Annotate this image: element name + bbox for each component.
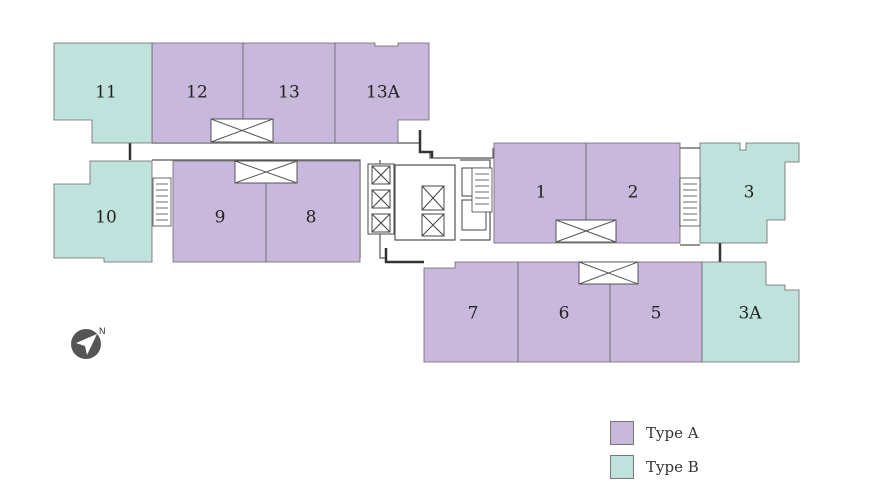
legend-swatch-type-b bbox=[610, 455, 634, 479]
unit-label-11: 11 bbox=[95, 83, 117, 103]
type-b-units bbox=[53, 42, 800, 363]
north-arrow-icon: N bbox=[71, 326, 106, 359]
unit-label-13a: 13A bbox=[366, 83, 401, 103]
unit-13a bbox=[334, 42, 430, 144]
compass-label: N bbox=[99, 326, 106, 336]
unit-label-13: 13 bbox=[278, 83, 300, 103]
unit-label-5: 5 bbox=[651, 304, 662, 324]
unit-label-7: 7 bbox=[468, 304, 479, 324]
unit-labels: 11 12 13 13A 10 9 8 1 2 3 7 6 5 3A bbox=[95, 83, 762, 324]
unit-label-1: 1 bbox=[536, 183, 547, 203]
lift-core bbox=[367, 163, 487, 237]
structural-walls bbox=[128, 130, 722, 264]
unit-3a bbox=[701, 261, 800, 363]
legend-item-type-b: Type B bbox=[610, 452, 699, 482]
legend-swatch-type-a bbox=[610, 421, 634, 445]
unit-label-3a: 3A bbox=[738, 304, 762, 324]
void-shaft-top bbox=[210, 118, 274, 143]
void-shaft-mid-left bbox=[234, 160, 298, 184]
unit-label-9: 9 bbox=[215, 208, 226, 228]
unit-label-3: 3 bbox=[744, 183, 755, 203]
unit-8 bbox=[265, 160, 361, 263]
unit-label-6: 6 bbox=[559, 304, 570, 324]
legend-label-type-b: Type B bbox=[646, 458, 699, 476]
type-a-units bbox=[151, 42, 703, 363]
legend-item-type-a: Type A bbox=[610, 418, 699, 448]
unit-label-2: 2 bbox=[628, 183, 639, 203]
unit-label-12: 12 bbox=[186, 83, 208, 103]
unit-11 bbox=[53, 42, 153, 144]
unit-label-8: 8 bbox=[306, 208, 317, 228]
void-shaft-bottom bbox=[578, 261, 639, 285]
stair-right bbox=[679, 177, 701, 227]
unit-2 bbox=[585, 142, 681, 244]
void-shafts bbox=[210, 118, 639, 285]
stair-center bbox=[471, 167, 493, 213]
legend: Type A Type B bbox=[610, 418, 699, 486]
stair-left bbox=[152, 177, 172, 227]
unit-10 bbox=[53, 160, 153, 263]
stairs bbox=[152, 167, 701, 227]
unit-3 bbox=[699, 142, 800, 244]
unit-label-10: 10 bbox=[95, 208, 117, 228]
void-shaft-mid-right bbox=[555, 219, 617, 243]
legend-label-type-a: Type A bbox=[646, 424, 699, 442]
